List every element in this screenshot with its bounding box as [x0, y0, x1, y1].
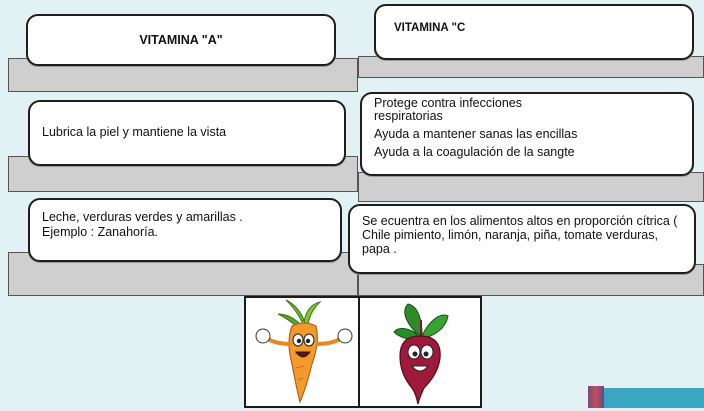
vitamin-c-function-3: Ayuda a la coagulación de la sangte: [374, 145, 575, 160]
beet-picture: [358, 296, 482, 408]
vitamin-c-title-card: VITAMINA "C: [374, 4, 694, 60]
vitamin-c-functions-card: Protege contra infecciones respiratorias…: [360, 92, 694, 176]
vitamin-c-sources-card: Se ecuentra en los alimentos altos en pr…: [348, 204, 696, 274]
vitamin-a-title-card: VITAMINA "A": [26, 14, 336, 66]
vitamin-a-title: VITAMINA "A": [139, 33, 223, 47]
vitamin-a-sources-line-1: Leche, verduras verdes y amarillas .: [42, 210, 243, 224]
decorative-bar-red: [588, 386, 604, 408]
vitamin-a-sources-card: Leche, verduras verdes y amarillas . Eje…: [28, 198, 342, 262]
beet-icon: [393, 303, 449, 405]
carrot-picture: [244, 296, 360, 408]
decorative-bar-blue: [600, 388, 704, 408]
carrot-icon: [255, 299, 353, 404]
vitamin-c-function-2: Ayuda a mantener sanas las encillas: [374, 127, 578, 142]
vitamin-c-sources: Se ecuentra en los alimentos altos en pr…: [362, 214, 678, 256]
vitamin-a-function-card: Lubrica la piel y mantiene la vista: [28, 100, 346, 166]
vitamin-c-function-1: Protege contra infecciones respiratorias: [374, 96, 523, 124]
vitamin-a-function: Lubrica la piel y mantiene la vista: [42, 125, 227, 140]
shelf-c-function: [358, 172, 704, 202]
vitamin-a-sources-line-2: Ejemplo : Zanahoría.: [42, 225, 159, 240]
vitamin-c-title: VITAMINA "C: [394, 22, 466, 34]
